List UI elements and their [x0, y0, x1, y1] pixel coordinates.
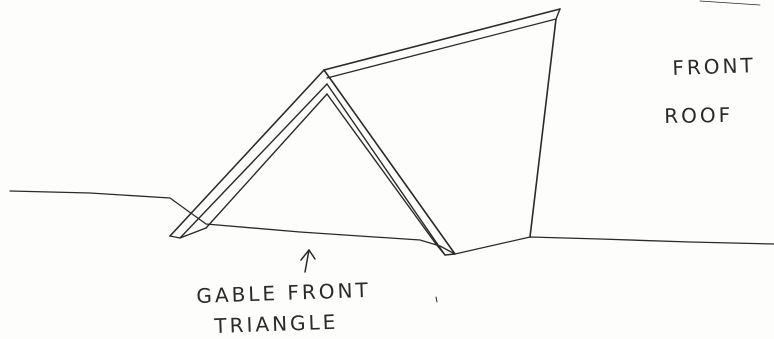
arrow-shaft [304, 249, 310, 273]
roof-back-edge [529, 18, 557, 238]
gable-left-outer-edge [169, 69, 325, 237]
ground-line [9, 190, 774, 255]
roof-top-edge-inner [326, 18, 557, 79]
roof-top-edge [323, 8, 561, 71]
gable-front-label-line-2: TRIANGLE [214, 309, 339, 338]
roof-top-edge-end [555, 8, 561, 20]
front-roof-label-line-2: ROOF [664, 102, 734, 128]
gable-right-outer-edge [323, 69, 456, 255]
stray-mark-1 [435, 296, 438, 303]
gable-left-fascia [205, 93, 328, 229]
front-roof-label-line-1: FRONT [672, 53, 757, 80]
gable-left-inner-edge [179, 83, 328, 239]
gable-right-foot [435, 243, 456, 256]
gable-right-inner-edge [326, 83, 446, 256]
stray-mark-2 [699, 0, 761, 6]
gable-left-foot [169, 227, 207, 239]
arrow-head [300, 249, 316, 261]
gable-right-fascia [326, 93, 437, 245]
